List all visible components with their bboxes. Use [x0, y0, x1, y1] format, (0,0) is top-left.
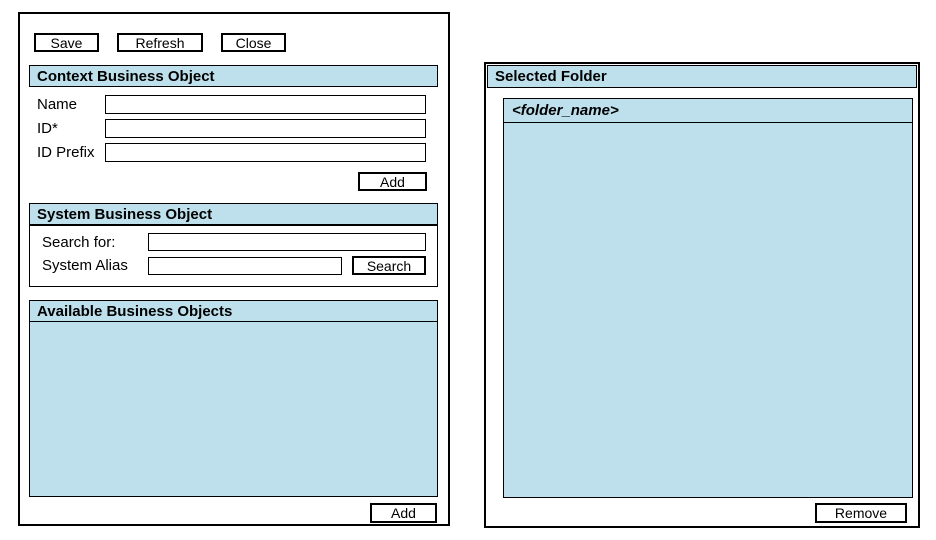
- name-input[interactable]: [105, 95, 426, 114]
- search-for-input[interactable]: [148, 233, 426, 251]
- system-alias-input[interactable]: [148, 257, 342, 275]
- system-search-box: Search for: System Alias Search: [29, 225, 438, 287]
- name-label: Name: [37, 96, 78, 113]
- folder-name-item[interactable]: <folder_name>: [504, 99, 912, 123]
- selected-folder-list: <folder_name>: [503, 98, 913, 498]
- folder-list-body: [504, 123, 912, 497]
- available-business-objects-header: Available Business Objects: [29, 300, 438, 322]
- id-input[interactable]: [105, 119, 426, 138]
- remove-button[interactable]: Remove: [815, 503, 907, 523]
- refresh-button[interactable]: Refresh: [117, 33, 203, 52]
- system-business-object-header: System Business Object: [29, 203, 438, 225]
- search-button[interactable]: Search: [352, 256, 426, 275]
- available-add-button[interactable]: Add: [370, 503, 437, 523]
- system-alias-label: System Alias: [42, 257, 128, 274]
- save-button[interactable]: Save: [34, 33, 99, 52]
- search-for-label: Search for:: [42, 234, 116, 251]
- selected-folder-panel: Selected Folder <folder_name> Remove: [484, 62, 920, 528]
- id-prefix-input[interactable]: [105, 143, 426, 162]
- id-label: ID*: [37, 120, 58, 137]
- context-add-button[interactable]: Add: [358, 172, 427, 191]
- close-button[interactable]: Close: [221, 33, 286, 52]
- selected-folder-header: Selected Folder: [487, 65, 917, 88]
- id-prefix-label: ID Prefix: [37, 144, 95, 161]
- available-business-objects-list: [29, 322, 438, 497]
- context-business-object-header: Context Business Object: [29, 65, 438, 87]
- business-object-panel: Save Refresh Close Context Business Obje…: [18, 12, 450, 526]
